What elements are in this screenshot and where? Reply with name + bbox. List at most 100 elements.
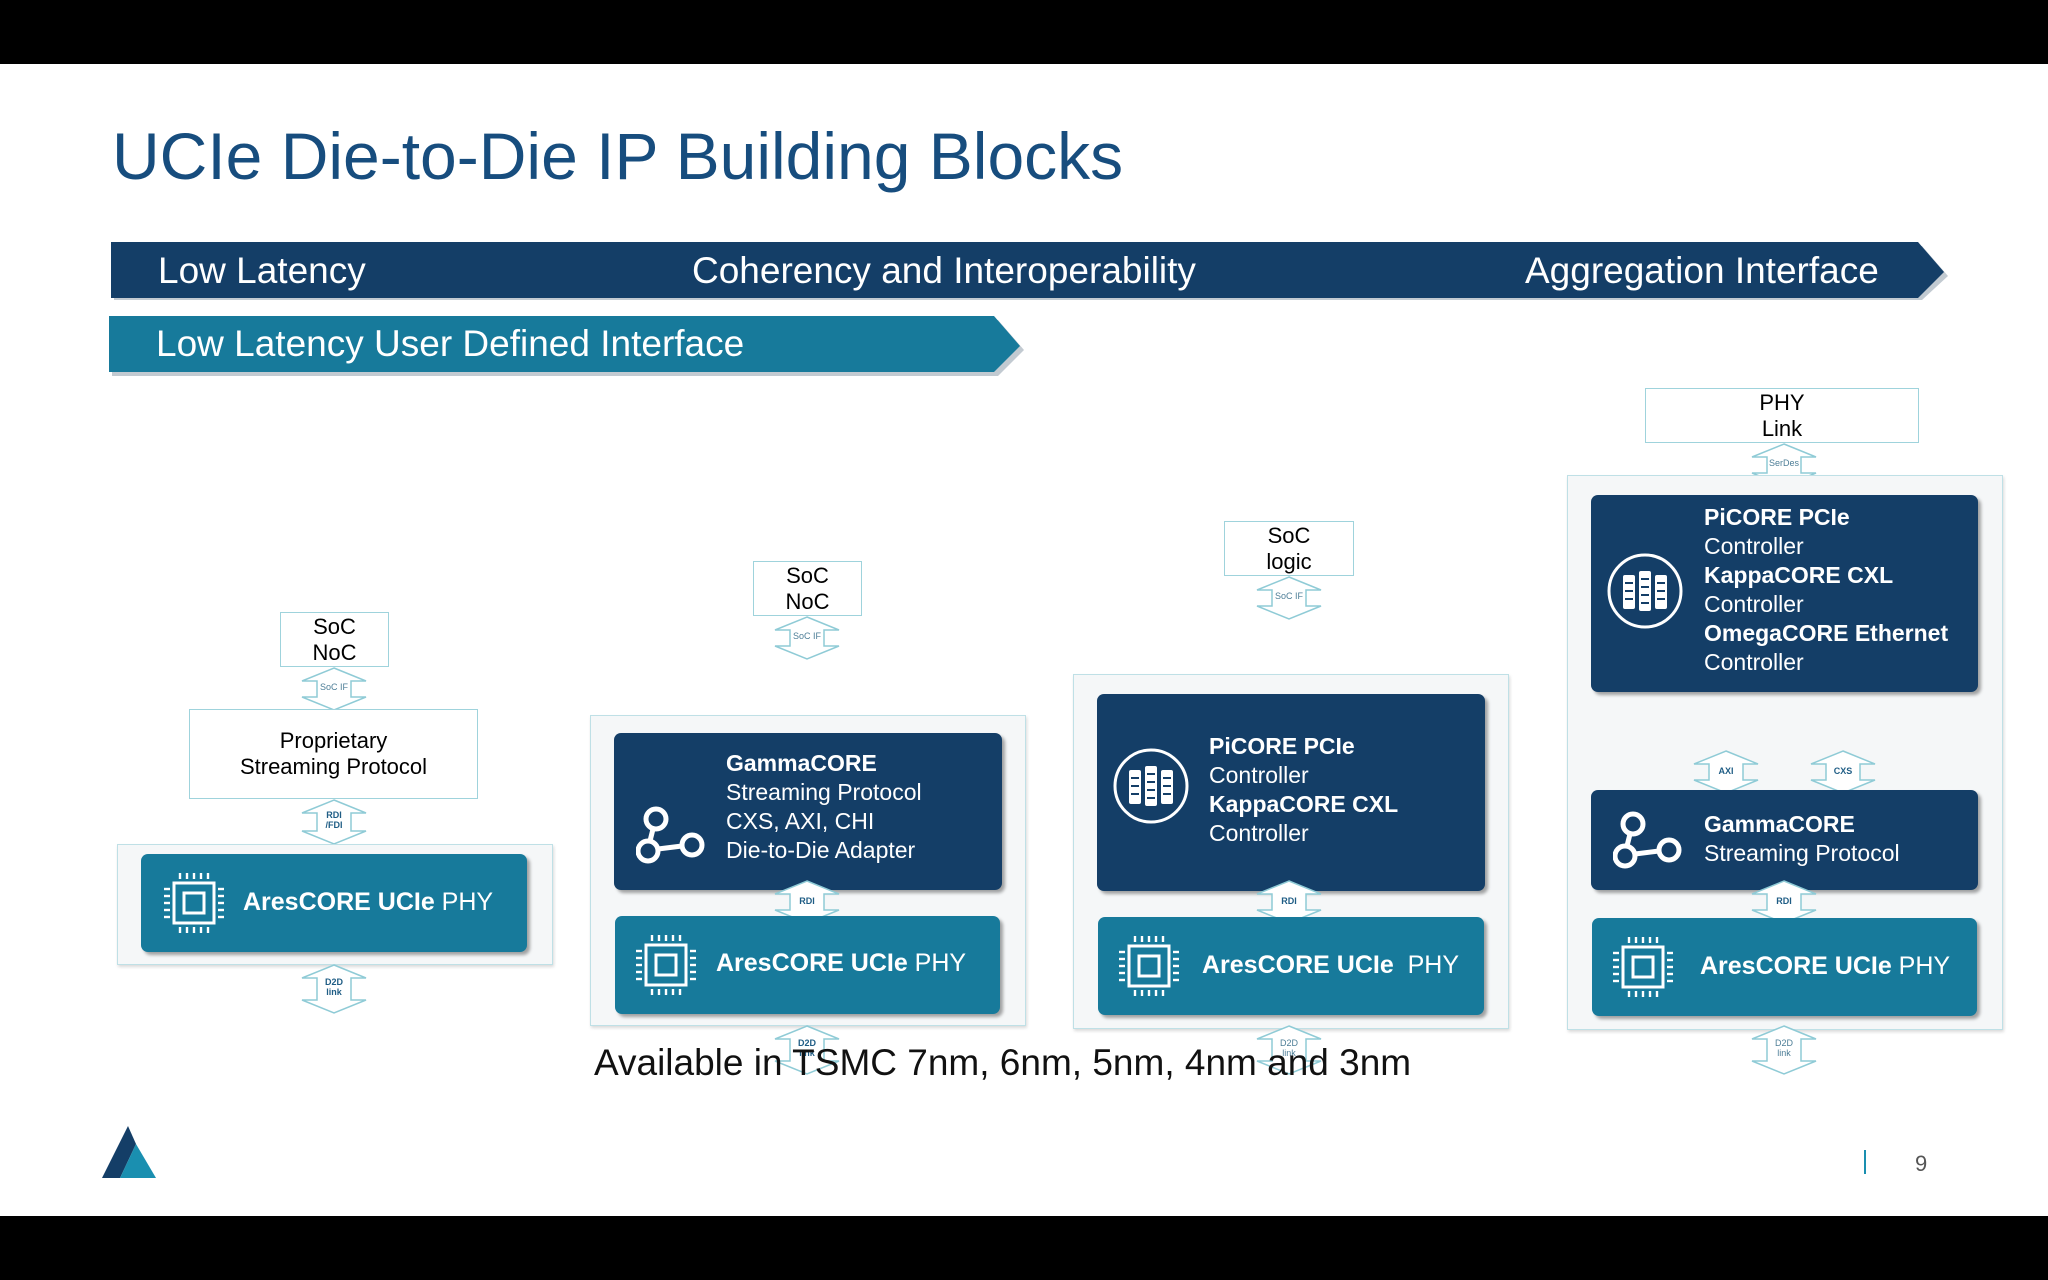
page-number: 9 xyxy=(1915,1151,1928,1176)
chip-icon xyxy=(1119,936,1179,996)
serdes-label: SerDes xyxy=(1768,458,1799,468)
d2d-link-label: D2D link xyxy=(1269,1038,1309,1058)
user-defined-band-arrow xyxy=(109,316,1024,376)
controllers-block: PiCORE PCIe Controller KappaCORE CXL Con… xyxy=(1591,495,1978,692)
gammacore-block: GammaCORE Streaming Protocol xyxy=(1591,790,1978,890)
box-line-1: PHY xyxy=(1759,389,1805,415)
block-line: Controller xyxy=(1209,820,1309,846)
box-line-2: NoC xyxy=(785,588,830,614)
block-line: KappaCORE CXL xyxy=(1704,562,1894,588)
page-title: UCIe Die-to-Die IP Building Blocks xyxy=(112,119,1124,193)
page-divider xyxy=(1864,1150,1866,1174)
availability-note: Available in TSMC 7nm, 6nm, 5nm, 4nm and… xyxy=(594,1042,1412,1083)
rdi-label: RDI xyxy=(799,896,815,906)
company-logo xyxy=(102,1126,156,1178)
conn-line-1: D2D xyxy=(324,977,343,987)
box-line-2: logic xyxy=(1266,548,1312,574)
block-line: PiCORE PCIe xyxy=(1209,733,1355,759)
block-line: Die-to-Die Adapter xyxy=(726,837,916,863)
conn-line-2: /FDI xyxy=(325,820,343,830)
server-icon xyxy=(1113,748,1189,824)
soc-if-label: SoC IF xyxy=(319,682,348,692)
phy-label-bold: AresCORE UCIe xyxy=(716,949,908,977)
soc-if-connector xyxy=(1256,576,1322,620)
box-line-2: Streaming Protocol xyxy=(239,754,428,779)
phy-label: AresCORE UCIe PHY xyxy=(1700,952,1950,981)
d2d-link-label: D2D link xyxy=(787,1038,827,1058)
cxs-label: CXS xyxy=(1833,766,1853,776)
phy-label: AresCORE UCIe PHY xyxy=(1202,951,1459,980)
soc-if-label: SoC IF xyxy=(792,631,821,641)
ares-ucie-phy-block: AresCORE UCIe PHY xyxy=(615,916,1000,1014)
phy-label-bold: AresCORE UCIe xyxy=(1700,952,1892,980)
conn-line-1: D2D xyxy=(1279,1038,1298,1048)
phy-label: AresCORE UCIe PHY xyxy=(243,888,493,917)
rdi-fdi-label: RDI /FDI xyxy=(314,810,354,830)
block-line: Controller xyxy=(1704,591,1804,617)
gammacore-block-text: GammaCORE Streaming Protocol xyxy=(1704,810,1900,868)
block-line: PiCORE PCIe xyxy=(1704,504,1850,530)
soc-if-label: SoC IF xyxy=(1274,591,1303,601)
slide: UCIe Die-to-Die IP Building Blocks Low L… xyxy=(0,64,2048,1216)
conn-line-2: link xyxy=(1777,1048,1791,1058)
box-line-1: Proprietary xyxy=(279,728,388,753)
d2d-link-label: D2D link xyxy=(314,977,354,997)
phy-link-box: PHY Link xyxy=(1645,388,1919,443)
d2d-link-label: D2D link xyxy=(1764,1038,1804,1058)
block-line: Streaming Protocol xyxy=(1704,840,1900,866)
picore-kappacore-block: PiCORE PCIe Controller KappaCORE CXL Con… xyxy=(1097,694,1485,891)
conn-line-1: D2D xyxy=(797,1038,816,1048)
conn-line-1: D2D xyxy=(1774,1038,1793,1048)
proprietary-streaming-box: Proprietary Streaming Protocol xyxy=(189,709,478,799)
phy-label-rest: PHY xyxy=(1393,951,1460,979)
d2d-link-connector xyxy=(1256,1025,1322,1075)
gammacore-block: GammaCORE Streaming Protocol CXS, AXI, C… xyxy=(614,733,1002,890)
block-line: CXS, AXI, CHI xyxy=(726,808,875,834)
block-line: Controller xyxy=(1704,649,1804,675)
picore-block-text: PiCORE PCIe Controller KappaCORE CXL Con… xyxy=(1209,732,1398,848)
soc-noc-box: SoC NoC xyxy=(753,561,862,616)
d2d-link-connector xyxy=(1751,1025,1817,1075)
rdi-label: RDI xyxy=(1776,896,1792,906)
box-line-2: Link xyxy=(1761,415,1803,441)
band-label-low-latency: Low Latency xyxy=(158,250,366,291)
ares-ucie-phy-block: AresCORE UCIe PHY xyxy=(1592,918,1977,1016)
conn-line-2: link xyxy=(1282,1048,1296,1058)
block-line: Streaming Protocol xyxy=(726,779,922,805)
phy-label-rest: PHY xyxy=(907,949,967,977)
box-line-1: SoC xyxy=(313,613,356,639)
soc-if-connector xyxy=(774,616,840,660)
chip-icon xyxy=(1613,937,1673,997)
phy-label: AresCORE UCIe PHY xyxy=(716,949,966,978)
band-label-aggregation: Aggregation Interface xyxy=(1525,250,1879,291)
phy-label-bold: AresCORE UCIe xyxy=(243,888,435,916)
d2d-link-connector xyxy=(301,964,367,1014)
box-line-1: SoC xyxy=(1267,522,1311,548)
soc-noc-box: SoC NoC xyxy=(280,612,389,667)
rdi-label: RDI xyxy=(1281,896,1297,906)
phy-label-rest: PHY xyxy=(434,888,494,916)
controllers-block-text: PiCORE PCIe Controller KappaCORE CXL Con… xyxy=(1704,503,1948,677)
axi-label: AXI xyxy=(1718,766,1734,776)
latency-band-arrow xyxy=(111,242,1948,300)
network-nodes-icon xyxy=(1613,811,1682,869)
phy-label-rest: PHY xyxy=(1891,952,1951,980)
block-line: KappaCORE CXL xyxy=(1209,791,1399,817)
phy-label-bold: AresCORE UCIe xyxy=(1202,951,1394,979)
server-icon xyxy=(1607,553,1683,629)
ares-ucie-phy-block: AresCORE UCIe PHY xyxy=(141,854,527,952)
box-line-1: SoC xyxy=(786,562,829,588)
band-label-coherency: Coherency and Interoperability xyxy=(692,250,1196,291)
gammacore-block-text: GammaCORE Streaming Protocol CXS, AXI, C… xyxy=(726,749,922,865)
network-nodes-icon xyxy=(636,806,705,864)
conn-line-2: link xyxy=(799,1048,815,1058)
box-line-2: NoC xyxy=(312,639,357,665)
block-line: Controller xyxy=(1704,533,1804,559)
ares-ucie-phy-block: AresCORE UCIe PHY xyxy=(1098,917,1484,1015)
block-line: Controller xyxy=(1209,762,1309,788)
chip-icon xyxy=(636,935,696,995)
block-line: GammaCORE xyxy=(1704,811,1855,837)
conn-line-1: RDI xyxy=(326,810,342,820)
chip-icon xyxy=(164,873,224,933)
soc-logic-box: SoC logic xyxy=(1224,521,1354,576)
